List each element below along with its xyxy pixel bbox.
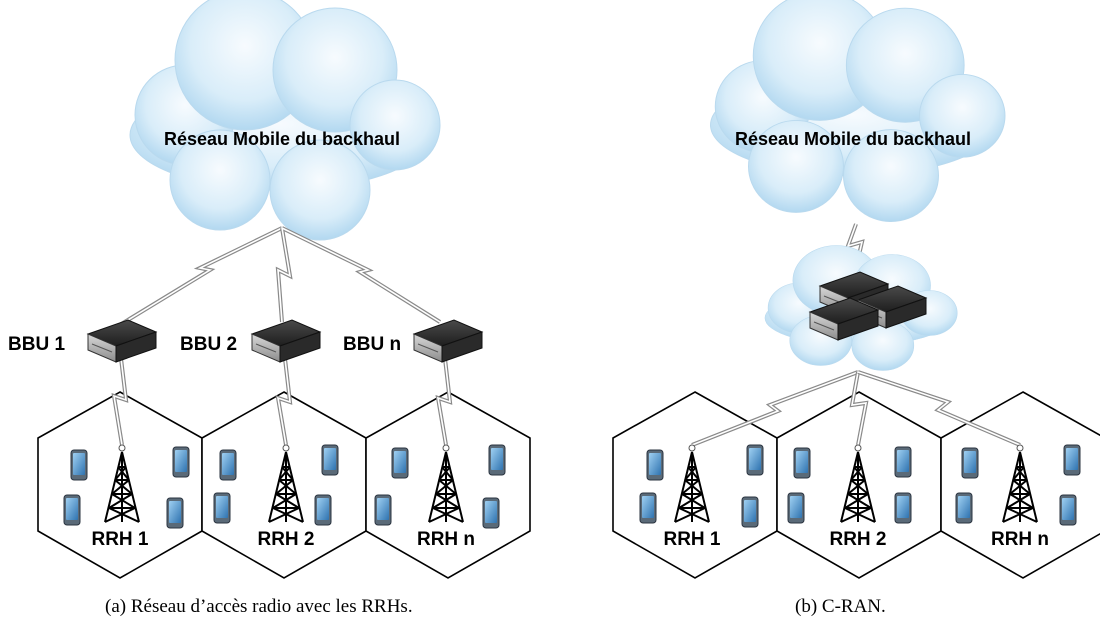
phone-icon (219, 449, 237, 481)
panel-b: Réseau Mobile du backhaul (612, 0, 1100, 617)
phone-icon (314, 494, 332, 526)
server-icon (87, 319, 157, 363)
backhaul-cloud-b (710, 0, 1006, 223)
rrh-label-b1: RRH 1 (663, 529, 720, 550)
backhaul-links-a (116, 226, 442, 328)
phone-icon (1059, 494, 1077, 526)
bbu-label-n: BBU n (343, 334, 401, 355)
phone-icon (166, 497, 184, 529)
phone-icon (894, 492, 912, 524)
phone-icon (961, 447, 979, 479)
cloud-label-a: Réseau Mobile du backhaul (164, 129, 400, 149)
phone-icon (955, 492, 973, 524)
fronthaul-links-a (111, 349, 453, 446)
bbu-label-1: BBU 1 (8, 334, 65, 355)
phone-icon (646, 449, 664, 481)
cloud-label-b: Réseau Mobile du backhaul (735, 129, 971, 149)
phone-icon (213, 492, 231, 524)
panel-a: Réseau Mobile du backhaul (8, 0, 531, 617)
caption-b: (b) C-RAN. (795, 596, 886, 617)
backhaul-cloud-a (129, 0, 441, 241)
phone-icon (1063, 444, 1081, 476)
phone-icon (787, 492, 805, 524)
server-icon (251, 319, 321, 363)
phone-icon (391, 447, 409, 479)
rrh-label-2: RRH 2 (257, 529, 314, 550)
phone-icon (894, 446, 912, 478)
phone-icon (482, 497, 500, 529)
phone-icon (321, 444, 339, 476)
rrh-label-bn: RRH n (991, 529, 1049, 550)
phone-icon (639, 492, 657, 524)
phone-icon (741, 496, 759, 528)
rrh-label-1: RRH 1 (91, 529, 148, 550)
bbu-label-2: BBU 2 (180, 334, 237, 355)
phone-icon (746, 444, 764, 476)
phone-icon (374, 494, 392, 526)
server-icon (413, 319, 483, 363)
fronthaul-links-b (691, 370, 1021, 447)
phone-icon (70, 449, 88, 481)
phone-icon (488, 444, 506, 476)
phone-icon (793, 447, 811, 479)
rrh-label-b2: RRH 2 (829, 529, 886, 550)
caption-a: (a) Réseau d’accès radio avec les RRHs. (105, 596, 413, 617)
phone-icon (63, 494, 81, 526)
phone-icon (172, 446, 190, 478)
rrh-label-n: RRH n (417, 529, 475, 550)
